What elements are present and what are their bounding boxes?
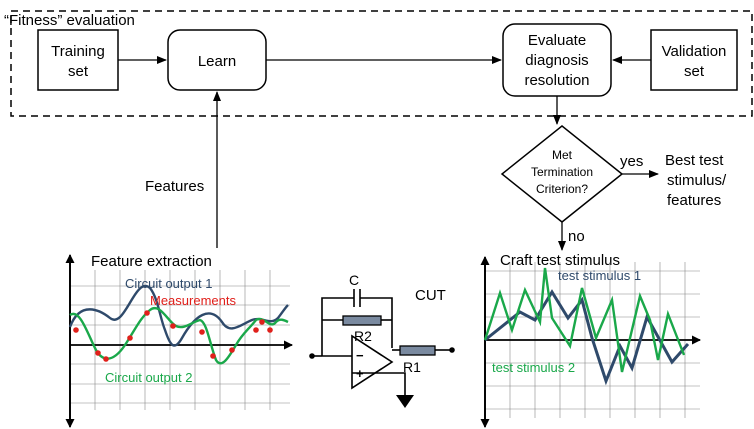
validation-set-line-2: set <box>684 63 705 80</box>
circuit-under-test <box>312 289 450 395</box>
capacitor-label: C <box>349 272 359 288</box>
result-line-2: stimulus/ <box>667 172 727 189</box>
evaluate-line-2: diagnosis <box>525 52 588 69</box>
measurement-point <box>73 327 79 333</box>
result-line-3: features <box>667 192 721 209</box>
r1-label: R1 <box>403 359 421 375</box>
measurement-point <box>95 350 101 356</box>
no-label: no <box>568 228 585 245</box>
learn-label: Learn <box>198 53 236 70</box>
measurement-point <box>253 327 259 333</box>
training-set-line-1: Training <box>51 43 105 60</box>
validation-set-box <box>650 29 738 91</box>
measurement-point <box>267 327 273 333</box>
measurements-label: Measurements <box>150 293 236 308</box>
result-line-1: Best test <box>665 152 724 169</box>
input-terminal <box>309 353 315 359</box>
decision-line-2: Termination <box>531 165 593 179</box>
decision-line-1: Met <box>552 148 573 162</box>
measurement-point <box>103 356 109 362</box>
measurement-point <box>170 323 176 329</box>
features-label: Features <box>145 178 204 195</box>
circuit-output-2-curve <box>69 307 289 365</box>
measurement-point <box>259 319 265 325</box>
evaluate-line-1: Evaluate <box>528 32 586 49</box>
training-set-box <box>37 29 119 91</box>
measurement-point <box>210 353 216 359</box>
yes-label: yes <box>620 153 643 170</box>
opamp-plus-sign: + <box>356 366 364 381</box>
cut-label: CUT <box>415 287 446 304</box>
ground-icon <box>396 395 414 408</box>
circuit-output-2-label: Circuit output 2 <box>105 370 192 385</box>
feature-extraction-title: Feature extraction <box>91 253 212 270</box>
test-stimulus-1-trace <box>484 289 690 386</box>
validation-set-line-1: Validation <box>662 43 727 60</box>
resistor-r1 <box>399 345 436 356</box>
test-stimulus-1-label: test stimulus 1 <box>558 268 641 283</box>
test-stimulus-2-trace <box>483 267 686 373</box>
measurement-point <box>199 329 205 335</box>
test-stimulus-2-label: test stimulus 2 <box>492 360 575 375</box>
fitness-frame-label: “Fitness” evaluation <box>4 12 135 29</box>
decision-line-3: Criterion? <box>536 182 588 196</box>
measurement-points <box>73 310 273 362</box>
resistor-r2 <box>342 315 382 326</box>
measurement-point <box>127 335 133 341</box>
measurement-point <box>229 347 235 353</box>
evaluate-line-3: resolution <box>524 72 589 89</box>
opamp-minus-sign: − <box>356 348 364 363</box>
circuit-output-1-curve <box>68 284 289 347</box>
left-plot-grid <box>70 270 290 410</box>
output-terminal <box>449 347 455 353</box>
r2-label: R2 <box>354 328 372 344</box>
fitness-frame <box>10 10 753 117</box>
measurement-point <box>144 310 150 316</box>
training-set-line-2: set <box>68 63 89 80</box>
circuit-output-1-label: Circuit output 1 <box>125 276 212 291</box>
craft-test-stimulus-title: Craft test stimulus <box>500 252 620 269</box>
